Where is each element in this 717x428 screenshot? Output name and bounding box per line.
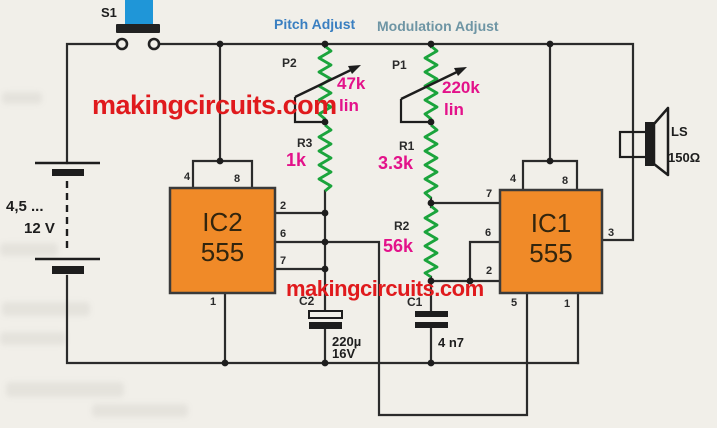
watermark-text: makingcircuits.com xyxy=(286,276,484,301)
pot-p1-value: 220k xyxy=(442,78,480,97)
ic1-part: 555 xyxy=(529,238,573,268)
resistor-r1-value: 3.3k xyxy=(378,153,414,173)
battery-symbol xyxy=(35,161,100,274)
ic1-pin-1: 1 xyxy=(564,298,571,310)
ic2-label: IC2 555 xyxy=(170,207,275,267)
resistor-r2-element xyxy=(423,204,439,279)
resistor-r1-element xyxy=(423,123,439,200)
resistor-r2-value: 56k xyxy=(383,236,414,256)
pitch-adjust-label: Pitch Adjust xyxy=(274,16,356,32)
ic2-pin-8: 8 xyxy=(234,173,241,185)
speaker-ref: LS xyxy=(671,124,688,139)
capacitor-c1-value: 4 n7 xyxy=(438,335,465,350)
wires xyxy=(65,42,635,417)
junction-dots xyxy=(216,40,554,367)
switch-icon xyxy=(115,0,161,51)
watermark-text: makingcircuits.com xyxy=(92,90,337,120)
resistor-r3-element xyxy=(317,123,333,193)
page-bleed-artifact xyxy=(92,404,188,417)
speaker-icon xyxy=(618,106,670,177)
ic2-ref: IC2 xyxy=(202,207,243,237)
ic2-pin-2: 2 xyxy=(280,200,287,212)
capacitor-c2-ref: C2 xyxy=(299,294,315,308)
resistor-r1-ref: R1 xyxy=(399,139,415,153)
page-bleed-artifact xyxy=(6,382,124,397)
ic2-pin-1: 1 xyxy=(210,296,217,308)
ic1-body xyxy=(498,188,604,295)
ic1-ref: IC1 xyxy=(530,208,572,238)
ic2-pin-7: 7 xyxy=(280,255,287,267)
pot-p2-ref: P2 xyxy=(282,56,297,70)
capacitor-c1-ref: C1 xyxy=(407,295,423,309)
ic1-pin-3: 3 xyxy=(608,227,615,239)
speaker-impedance: 150Ω xyxy=(668,150,701,165)
ic1-pin-8: 8 xyxy=(562,175,569,187)
resistor-r2-ref: R2 xyxy=(394,219,410,233)
page-bleed-artifact xyxy=(0,332,66,345)
ic1-pin-4: 4 xyxy=(510,173,517,185)
switch-label: S1 xyxy=(101,5,117,20)
capacitor-c1-symbol xyxy=(415,311,448,328)
modulation-adjust-label: Modulation Adjust xyxy=(377,18,499,34)
ic1-pin-6: 6 xyxy=(485,227,492,239)
pot-p1-ref: P1 xyxy=(392,58,407,72)
ic2-pin-6: 6 xyxy=(280,228,287,240)
capacitor-c2-value: 220µ xyxy=(332,334,362,349)
pot-p2-value: 47k xyxy=(337,74,366,93)
capacitor-c2-rating: 16V xyxy=(332,346,356,361)
pot-p1-taper: lin xyxy=(444,100,464,119)
ic1-pin-7: 7 xyxy=(486,188,493,200)
page-bleed-artifact xyxy=(0,243,58,256)
ic1-label: IC1 555 xyxy=(500,208,602,268)
pot-p2-taper: lin xyxy=(339,96,359,115)
ic1-pin-2: 2 xyxy=(486,265,493,277)
switch-button xyxy=(125,0,153,25)
battery-voltage-label: 12 V xyxy=(24,220,55,237)
ic2-part: 555 xyxy=(200,237,245,267)
pot-p1-element xyxy=(423,44,439,122)
ic2-pin-4: 4 xyxy=(184,171,191,183)
ic1-pin-5: 5 xyxy=(511,297,518,309)
page-bleed-artifact xyxy=(2,92,42,104)
resistor-r3-ref: R3 xyxy=(297,136,313,150)
pot-p2-wiper-arrow xyxy=(293,65,361,124)
resistor-r3-value: 1k xyxy=(286,150,307,170)
capacitor-c2-symbol xyxy=(308,310,343,329)
pot-p1-wiper-arrow xyxy=(399,67,467,124)
battery-range-label: 4,5 ... xyxy=(6,198,44,215)
ic2-body xyxy=(168,186,277,295)
